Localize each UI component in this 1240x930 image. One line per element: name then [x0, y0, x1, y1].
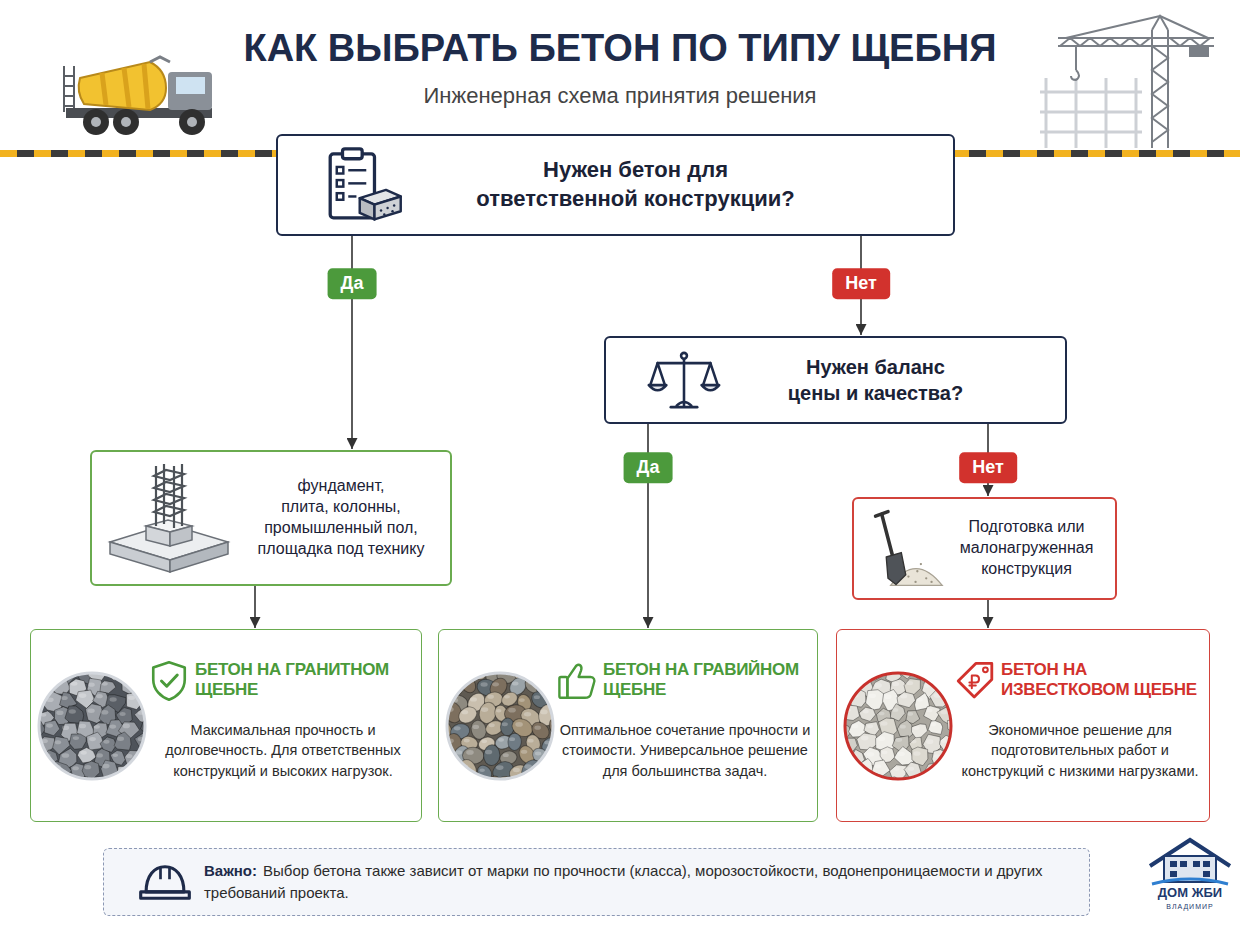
edge-label: Нет [959, 452, 1017, 483]
aggregate-photo [37, 671, 147, 781]
icon [557, 660, 597, 702]
subtitle: Инженерная схема принятия решения [0, 83, 1240, 108]
edge-label: Нет [832, 268, 890, 299]
category-box: фундамент, плита, колонны, промышленный … [90, 450, 452, 586]
node-text-group: фундамент, плита, колонны, промышленный … [242, 476, 440, 559]
note-text: Важно:Выбор бетона также зависит от марк… [204, 860, 1065, 905]
node-text-group: Нужен баланс цены и качества? [736, 354, 1015, 406]
decision-box: Нужен баланс цены и качества? [604, 336, 1067, 424]
note-box: Важно:Выбор бетона также зависит от марк… [103, 848, 1090, 916]
mixer-truck [64, 57, 212, 135]
decision-box: Нужен бетон для ответственной конструкци… [276, 134, 955, 236]
hazard-stripe [0, 150, 276, 157]
building-frame [1040, 78, 1142, 148]
edge-label: Да [624, 452, 673, 483]
note-body: Выбор бетона также зависит от марки по п… [204, 862, 1043, 902]
tower-crane [1058, 16, 1214, 148]
result-heading: БЕТОН НА ИЗВЕСТКОВОМ ЩЕБНЕ [1001, 660, 1203, 702]
icon [955, 660, 995, 702]
result-box: БЕТОН НА ГРАВИЙНОМ ЩЕБНЕ Оптимальное соче… [438, 629, 818, 822]
result-description: Максимальная прочность и долговечность. … [151, 720, 415, 781]
result-heading: БЕТОН НА ГРАВИЙНОМ ЩЕБНЕ [603, 660, 811, 702]
node-text: Нужен баланс цены и качества? [736, 354, 1015, 406]
result-box: БЕТОН НА ГРАНИТНОМ ЩЕБНЕ Максимальная про… [30, 629, 422, 822]
icon [864, 509, 944, 589]
icon [149, 660, 189, 702]
logo-text: ДОМ ЖБИ [1144, 886, 1236, 901]
result-description: Экономичное решение для подготовительных… [957, 720, 1203, 781]
aggregate-photo [843, 671, 953, 781]
hazard-stripe [955, 150, 1240, 157]
icon [104, 460, 234, 576]
node-text: Подготовка или малонагруженная конструкц… [946, 517, 1107, 579]
logo-subtext: ВЛАДИМИР [1144, 903, 1236, 911]
node-text-group: Нужен бетон для ответственной конструкци… [428, 156, 843, 213]
result-description: Оптимальное сочетание прочности и стоимо… [559, 720, 811, 781]
icon [138, 859, 192, 905]
company-logo [1150, 840, 1230, 884]
node-text: Нужен бетон для ответственной конструкци… [428, 156, 843, 213]
node-text: фундамент, плита, колонны, промышленный … [242, 476, 440, 559]
result-box: БЕТОН НА ИЗВЕСТКОВОМ ЩЕБНЕ Экономичное ре… [836, 629, 1210, 822]
edge-label: Да [328, 268, 377, 299]
note-heading: Важно: [204, 862, 257, 879]
flow-arrow [254, 586, 256, 628]
page-title: КАК ВЫБРАТЬ БЕТОН ПО ТИПУ ЩЕБНЯ [0, 26, 1240, 72]
result-heading: БЕТОН НА ГРАНИТНОМ ЩЕБНЕ [195, 660, 415, 702]
node-text-group: Подготовка или малонагруженная конструкц… [946, 517, 1107, 579]
flow-arrow [987, 600, 989, 628]
aggregate-photo [445, 671, 555, 781]
icon [322, 144, 404, 226]
category-box: Подготовка или малонагруженная конструкц… [852, 497, 1117, 600]
icon [646, 347, 722, 413]
